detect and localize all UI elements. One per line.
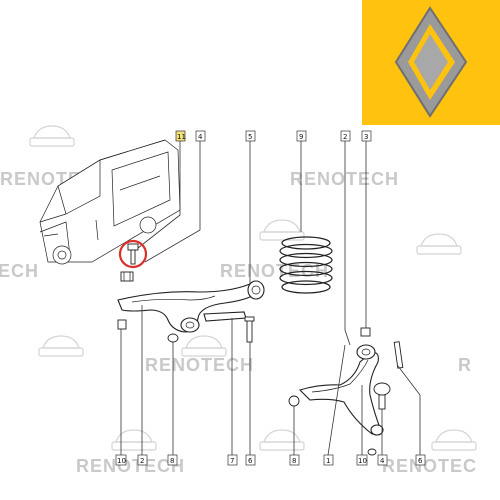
svg-text:10: 10 <box>117 457 126 465</box>
svg-text:5: 5 <box>248 133 252 141</box>
svg-text:2: 2 <box>343 133 347 141</box>
callout-5: 5 <box>245 130 256 142</box>
svg-text:9: 9 <box>299 133 303 141</box>
watermark-fragment-right: R <box>458 355 472 375</box>
callout-3: 3 <box>361 130 372 142</box>
svg-text:6: 6 <box>418 457 423 465</box>
callout-8: 8 <box>167 454 178 466</box>
highlight-circle <box>118 239 148 269</box>
callout-1: 1 <box>323 454 334 466</box>
svg-text:6: 6 <box>248 457 253 465</box>
ball-joint-nut <box>120 271 134 282</box>
ball-joint-right <box>373 382 391 410</box>
svg-text:11: 11 <box>177 133 186 141</box>
watermark-renotech-6: RENOTEC <box>382 456 477 476</box>
watermark-renotech-2: RENOTECH <box>290 169 399 189</box>
svg-text:1: 1 <box>326 457 330 465</box>
bushing-left <box>117 319 127 330</box>
svg-text:3: 3 <box>364 133 368 141</box>
watermark-renotech-5: RENOTECH <box>76 456 185 476</box>
callout-8-right: 8 <box>289 454 300 466</box>
bolt-6-left <box>244 316 255 343</box>
nut-8 <box>167 333 179 343</box>
highlighted-bolt <box>118 239 148 269</box>
control-arm-upper <box>117 280 265 333</box>
callout-6-left: 6 <box>245 454 256 466</box>
callout-10-right: 10 <box>356 454 368 466</box>
car-watermark-icons <box>29 125 477 451</box>
bushing-3 <box>360 327 371 337</box>
watermark-renotech-4: RENOTECH <box>145 355 254 375</box>
leader-lines-bottom <box>120 305 421 456</box>
callout-4-top: 4 <box>195 130 206 142</box>
control-arm-lower <box>298 344 384 436</box>
svg-text:4: 4 <box>380 457 385 465</box>
svg-text:7: 7 <box>230 457 234 465</box>
renault-logo <box>362 0 500 125</box>
van-illustration <box>39 139 181 265</box>
svg-text:8: 8 <box>170 457 174 465</box>
callout-9: 9 <box>296 130 307 142</box>
callout-6-right: 6 <box>415 454 426 466</box>
svg-text:2: 2 <box>140 457 144 465</box>
callout-11: 11 <box>175 130 186 142</box>
watermark-renotech-3: RENOTECH <box>220 261 329 281</box>
svg-text:4: 4 <box>198 133 203 141</box>
svg-text:8: 8 <box>292 457 296 465</box>
nut-8-right <box>288 395 300 407</box>
callout-4-bottom: 4 <box>377 454 388 466</box>
leader-lines-top <box>137 141 367 346</box>
svg-text:10: 10 <box>358 457 367 465</box>
watermark-fragment: ECH <box>0 261 39 281</box>
callout-7: 7 <box>227 454 238 466</box>
bolt-6-right <box>393 341 404 369</box>
coil-spring <box>279 236 333 294</box>
nut-10-right <box>367 448 377 456</box>
callout-2-bottom: 2 <box>137 454 148 466</box>
callout-10: 10 <box>115 454 127 466</box>
callout-2: 2 <box>340 130 351 142</box>
